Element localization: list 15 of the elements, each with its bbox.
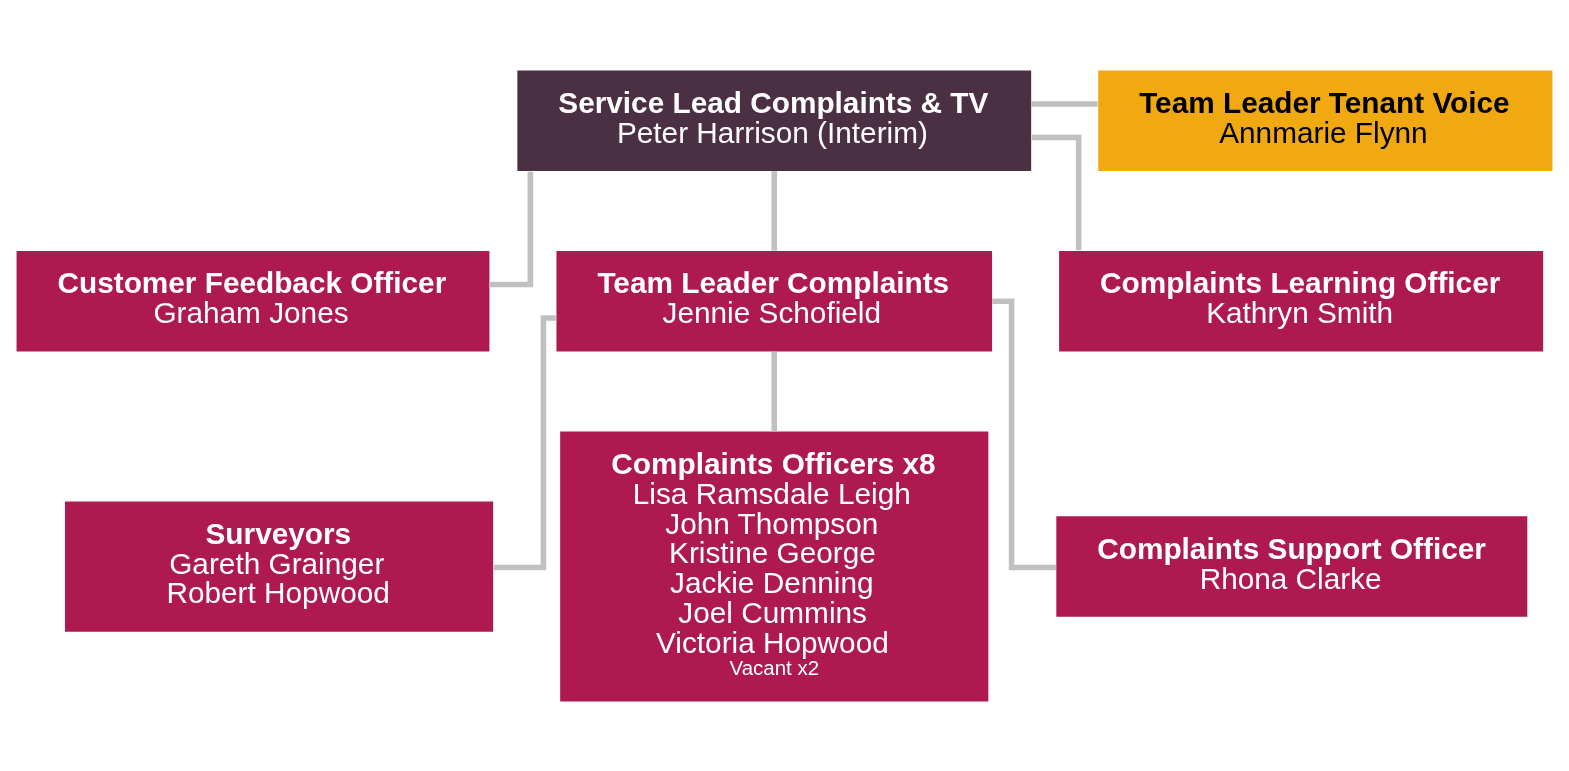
node-box: Customer Feedback Officer Graham Jones <box>16 250 490 352</box>
connector <box>1031 100 1098 107</box>
node-box: Service Lead Complaints & TV Peter Harrison (Interim) <box>517 69 1032 171</box>
node-box: Team Leader Tenant Voice Annmarie Flynn <box>1098 69 1553 171</box>
node-box: Team Leader Complaints Jennie Schofield <box>556 250 993 352</box>
node-box: Complaints Learning Officer Kathryn Smith <box>1059 250 1544 352</box>
node-box: Complaints Support Officer Rhona Clarke <box>1056 515 1528 617</box>
node-box: Complaints Officers x8 Lisa Ramsdale Leigh John Thompson Kristine George Jackie Denning Joel Cummins Victoria Hopwood Vacant x2 <box>560 431 989 702</box>
connector <box>489 171 534 287</box>
node-box: Surveyors Gareth Grainger Robert Hopwood <box>64 500 494 632</box>
connector <box>771 351 778 431</box>
connector <box>992 298 1056 570</box>
connector <box>1031 134 1082 250</box>
connector <box>771 170 778 251</box>
connector <box>493 314 556 570</box>
